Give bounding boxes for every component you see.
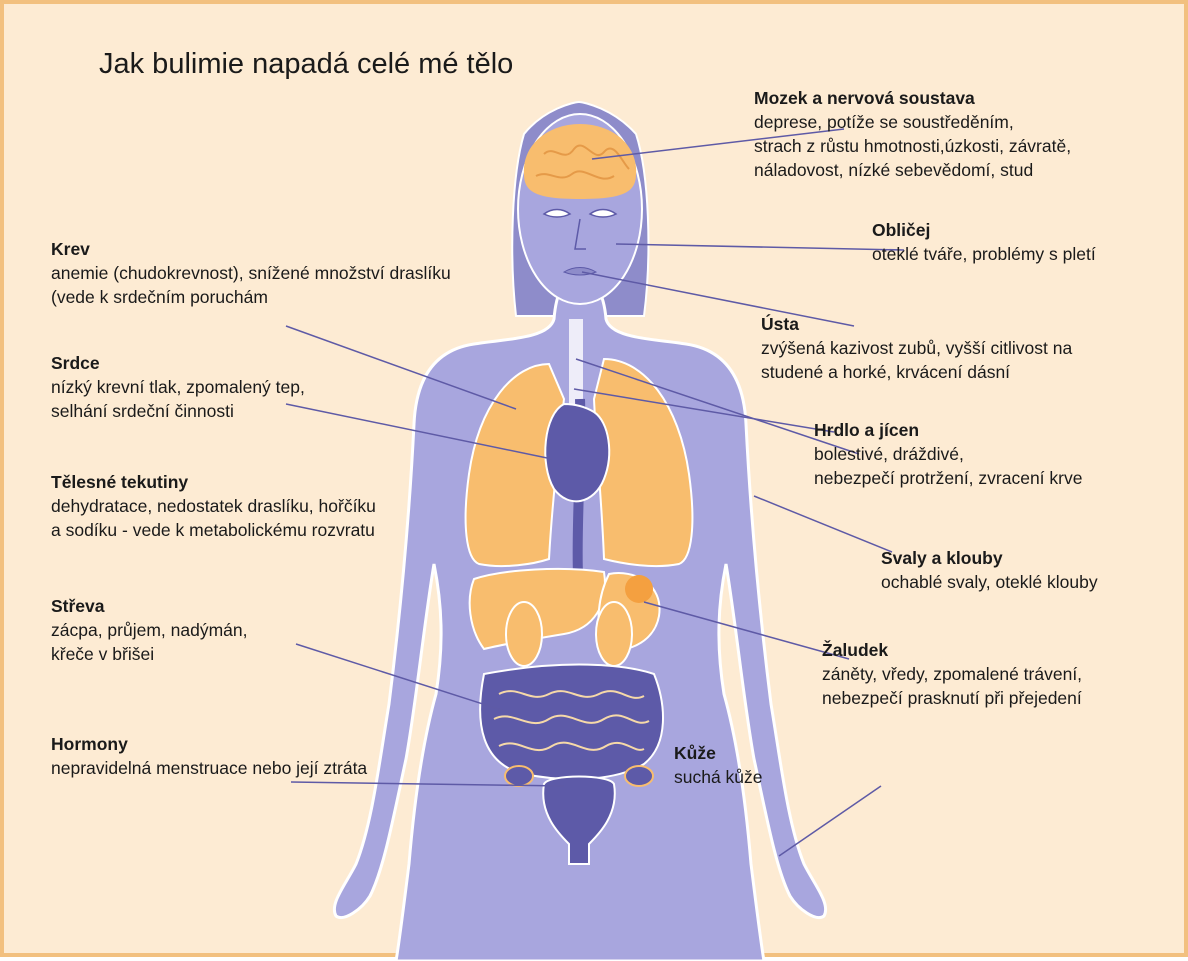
label-kuze-line-1: suchá kůže <box>674 765 763 789</box>
label-usta-heading: Ústa <box>761 312 1072 336</box>
label-srdce-heading: Srdce <box>51 351 305 375</box>
label-srdce: Srdce nízký krevní tlak, zpomalený tep, … <box>51 351 305 423</box>
label-hormony-line-1: nepravidelná menstruace nebo její ztráta <box>51 756 367 780</box>
trachea <box>569 319 583 409</box>
label-tekutiny-heading: Tělesné tekutiny <box>51 470 376 494</box>
label-hrdlo: Hrdlo a jícen bolestivé, dráždivé, nebez… <box>814 418 1082 490</box>
label-hrdlo-heading: Hrdlo a jícen <box>814 418 1082 442</box>
label-srdce-line-1: nízký krevní tlak, zpomalený tep, <box>51 375 305 399</box>
label-hormony: Hormony nepravidelná menstruace nebo jej… <box>51 732 367 780</box>
right-ovary <box>625 766 653 786</box>
label-srdce-line-2: selhání srdeční činnosti <box>51 399 305 423</box>
label-mozek-heading: Mozek a nervová soustava <box>754 86 1071 110</box>
label-hrdlo-line-1: bolestivé, dráždivé, <box>814 442 1082 466</box>
diagram-title: Jak bulimie napadá celé mé tělo <box>99 48 513 81</box>
label-krev-heading: Krev <box>51 237 451 261</box>
label-tekutiny-line-1: dehydratace, nedostatek draslíku, hořčík… <box>51 494 376 518</box>
label-hrdlo-line-2: nebezpečí protržení, zvracení krve <box>814 466 1082 490</box>
label-oblicej: Obličej oteklé tváře, problémy s pletí <box>872 218 1096 266</box>
left-ovary <box>505 766 533 786</box>
label-oblicej-line-1: oteklé tváře, problémy s pletí <box>872 242 1096 266</box>
label-mozek: Mozek a nervová soustava deprese, potíže… <box>754 86 1071 182</box>
label-hormony-heading: Hormony <box>51 732 367 756</box>
leader-kuze <box>779 786 881 856</box>
label-streva-line-1: zácpa, průjem, nadýmán, <box>51 618 248 642</box>
leader-oblicej <box>616 244 904 250</box>
label-oblicej-heading: Obličej <box>872 218 1096 242</box>
label-zaludek: Žaludek záněty, vředy, zpomalené trávení… <box>822 638 1082 710</box>
label-streva-heading: Střeva <box>51 594 248 618</box>
label-usta-line-1: zvýšená kazivost zubů, vyšší citlivost n… <box>761 336 1072 360</box>
label-streva: Střeva zácpa, průjem, nadýmán, křeče v b… <box>51 594 248 666</box>
label-krev: Krev anemie (chudokrevnost), snížené mno… <box>51 237 451 309</box>
label-zaludek-line-2: nebezpečí prasknutí při přejedení <box>822 686 1082 710</box>
label-mozek-line-1: deprese, potíže se soustředěním, <box>754 110 1071 134</box>
label-svaly-line-1: ochablé svaly, oteklé klouby <box>881 570 1098 594</box>
label-streva-line-2: křeče v břišei <box>51 642 248 666</box>
label-zaludek-heading: Žaludek <box>822 638 1082 662</box>
right-kidney <box>596 602 632 666</box>
label-usta-line-2: studené a horké, krvácení dásní <box>761 360 1072 384</box>
label-krev-line-1: anemie (chudokrevnost), snížené množství… <box>51 261 451 285</box>
label-mozek-line-3: náladovost, nízké sebevědomí, stud <box>754 158 1071 182</box>
label-tekutiny: Tělesné tekutiny dehydratace, nedostatek… <box>51 470 376 542</box>
heart <box>545 404 609 501</box>
label-usta: Ústa zvýšená kazivost zubů, vyšší citliv… <box>761 312 1072 384</box>
label-svaly-heading: Svaly a klouby <box>881 546 1098 570</box>
left-kidney <box>506 602 542 666</box>
label-kuze: Kůže suchá kůže <box>674 741 763 789</box>
label-zaludek-line-1: záněty, vředy, zpomalené trávení, <box>822 662 1082 686</box>
label-kuze-heading: Kůže <box>674 741 763 765</box>
label-svaly: Svaly a klouby ochablé svaly, oteklé klo… <box>881 546 1098 594</box>
label-krev-line-2: (vede k srdečním poruchám <box>51 285 451 309</box>
leader-svaly <box>754 496 892 552</box>
label-tekutiny-line-2: a sodíku - vede k metabolickému rozvratu <box>51 518 376 542</box>
label-mozek-line-2: strach z růstu hmotnosti,úzkosti, závrat… <box>754 134 1071 158</box>
